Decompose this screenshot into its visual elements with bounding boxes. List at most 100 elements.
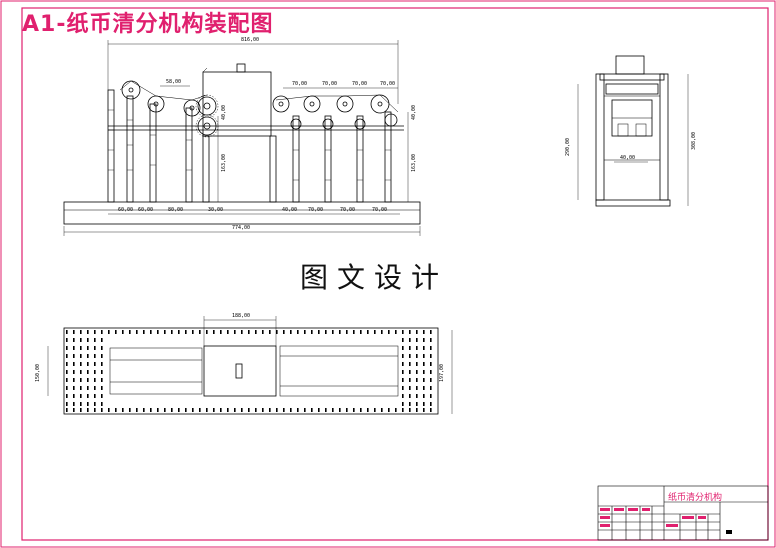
front-lower-dim-label: 70,00 (372, 207, 388, 213)
bolt-hole-mark (297, 408, 299, 412)
front-base-plate (63, 201, 421, 225)
bolt-hole-mark (73, 370, 75, 374)
bolt-hole-mark (87, 386, 89, 390)
bolt-hole-mark (129, 408, 131, 412)
bolt-hole-mark (150, 408, 152, 412)
bolt-hole-mark (178, 408, 180, 412)
bolt-hole-mark (416, 346, 418, 350)
front-overall-width-label: 816,00 (241, 37, 260, 43)
bolt-hole-mark (129, 330, 131, 334)
bolt-hole-mark (402, 354, 404, 358)
side-inner-width-label: 40,00 (620, 155, 636, 161)
bolt-hole-mark (423, 386, 425, 390)
bolt-hole-mark (423, 346, 425, 350)
bolt-hole-mark (332, 408, 334, 412)
bolt-hole-mark (66, 346, 68, 350)
side-height-left-label: 290,00 (565, 137, 571, 156)
bolt-hole-mark (80, 408, 82, 412)
bolt-hole-mark (430, 394, 432, 398)
bolt-hole-mark (164, 330, 166, 334)
bolt-hole-mark (297, 330, 299, 334)
bolt-hole-mark (94, 354, 96, 358)
bolt-hole-mark (101, 330, 103, 334)
top-view (63, 327, 439, 415)
front-lower-dim-label: 70,00 (308, 207, 324, 213)
bolt-hole-mark (94, 402, 96, 406)
bolt-hole-mark (66, 330, 68, 334)
front-column-hatch (108, 109, 391, 181)
bolt-hole-mark (423, 408, 425, 412)
bolt-hole-mark (388, 408, 390, 412)
bolt-hole-mark (416, 394, 418, 398)
bolt-hole-mark (262, 330, 264, 334)
bolt-hole-mark (290, 330, 292, 334)
bolt-hole-mark (339, 330, 341, 334)
bolt-hole-mark (213, 330, 215, 334)
bolt-hole-mark (143, 330, 145, 334)
bolt-hole-mark (80, 394, 82, 398)
bolt-hole-mark (87, 346, 89, 350)
bolt-hole-mark (213, 408, 215, 412)
bolt-hole-mark (66, 378, 68, 382)
bolt-hole-mark (87, 394, 89, 398)
front-lower-dim-label: 30,00 (208, 207, 224, 213)
bolt-hole-mark (402, 402, 404, 406)
bolt-hole-mark (94, 370, 96, 374)
bolt-hole-mark (94, 346, 96, 350)
bolt-hole-mark (402, 408, 404, 412)
bolt-hole-mark (248, 408, 250, 412)
bolt-hole-mark (66, 408, 68, 412)
bolt-hole-mark (416, 402, 418, 406)
bolt-hole-mark (402, 346, 404, 350)
bolt-hole-mark (430, 402, 432, 406)
bolt-hole-mark (402, 386, 404, 390)
bolt-hole-mark (430, 354, 432, 358)
bolt-hole-mark (423, 394, 425, 398)
bolt-hole-mark (157, 408, 159, 412)
bolt-hole-mark (94, 338, 96, 342)
bolt-hole-mark (80, 386, 82, 390)
side-view (595, 55, 671, 207)
front-small-dim-label: 40,00 (411, 104, 417, 120)
bolt-hole-mark (66, 370, 68, 374)
bolt-hole-mark (402, 330, 404, 334)
bolt-hole-mark (192, 408, 194, 412)
front-dims (63, 40, 421, 236)
bolt-hole-mark (374, 408, 376, 412)
bolt-hole-mark (199, 408, 201, 412)
bolt-hole-mark (73, 362, 75, 366)
bolt-hole-mark (416, 338, 418, 342)
bolt-hole-mark (255, 408, 257, 412)
side-base (595, 199, 671, 207)
bolt-hole-mark (430, 370, 432, 374)
top-height-left-label: 150,00 (35, 363, 41, 382)
front-upper-dim-label: 70,00 (352, 81, 368, 87)
bolt-hole-mark (73, 378, 75, 382)
bolt-hole-mark (430, 386, 432, 390)
bolt-hole-mark (346, 330, 348, 334)
bolt-hole-mark (430, 362, 432, 366)
bolt-hole-mark (255, 330, 257, 334)
bolt-hole-mark (185, 408, 187, 412)
bolt-hole-mark (80, 402, 82, 406)
bolt-hole-mark (353, 330, 355, 334)
bolt-hole-mark (136, 330, 138, 334)
bolt-hole-mark (73, 394, 75, 398)
front-upper-dim-label: 58,00 (166, 79, 182, 85)
bolt-hole-mark (248, 330, 250, 334)
bolt-hole-mark (402, 338, 404, 342)
bolt-hole-mark (73, 346, 75, 350)
bolt-hole-mark (423, 378, 425, 382)
bolt-hole-mark (80, 346, 82, 350)
bolt-hole-mark (423, 402, 425, 406)
bolt-hole-mark (402, 370, 404, 374)
bolt-hole-mark (80, 362, 82, 366)
bolt-hole-mark (388, 330, 390, 334)
bolt-hole-mark (220, 330, 222, 334)
bolt-hole-mark (87, 354, 89, 358)
bolt-hole-mark (115, 408, 117, 412)
bolt-hole-mark (122, 408, 124, 412)
drawing-title: A1-纸币清分机构装配图 (22, 12, 274, 37)
